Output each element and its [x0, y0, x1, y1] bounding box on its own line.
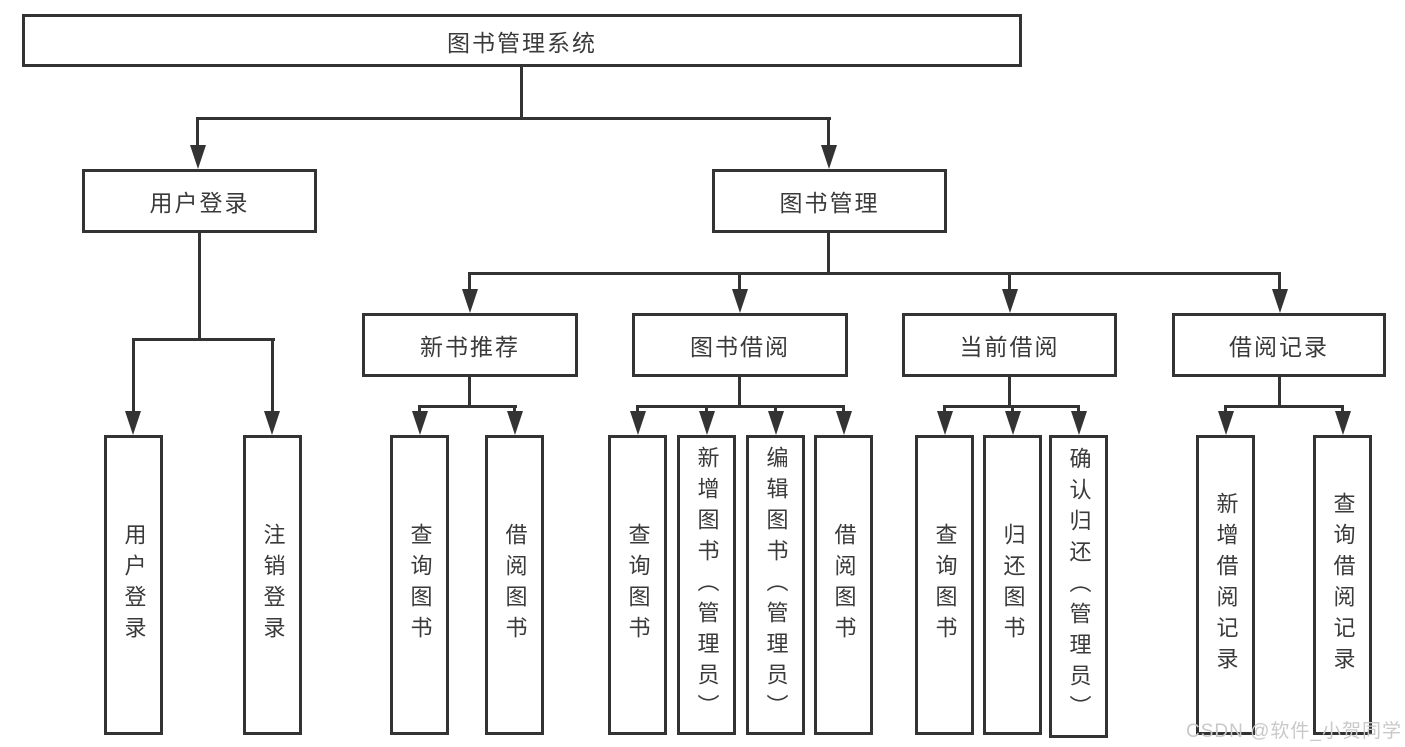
- connector-line: [636, 405, 639, 415]
- connector-line: [1278, 377, 1281, 405]
- connector-line: [1224, 405, 1344, 408]
- arrowhead-down: [190, 145, 206, 169]
- connector-line: [197, 117, 831, 120]
- connector-line: [520, 67, 523, 117]
- connector-line: [468, 272, 1281, 275]
- connector-line: [1008, 272, 1011, 291]
- leaf-bb-query-book: 查询图书: [608, 435, 667, 735]
- arrowhead-down: [821, 145, 837, 169]
- connector-line: [271, 338, 274, 414]
- connector-line: [827, 233, 830, 272]
- connector-line: [468, 377, 471, 405]
- arrowhead-down: [699, 411, 715, 435]
- leaf-bb-borrow-book: 借阅图书: [814, 435, 873, 735]
- connector-line: [513, 405, 516, 415]
- arrowhead-down: [264, 411, 280, 435]
- arrowhead-down: [1071, 411, 1087, 435]
- connector-line: [418, 405, 517, 408]
- node-book-management: 图书管理: [712, 169, 947, 233]
- leaf-cb-return-book: 归还图书: [983, 435, 1042, 735]
- node-book-borrow: 图书借阅: [632, 313, 848, 377]
- connector-line: [1278, 272, 1281, 291]
- connector-line: [738, 377, 741, 405]
- arrowhead-down: [1272, 289, 1288, 313]
- arrowhead-down: [1005, 411, 1021, 435]
- arrowhead-down: [462, 289, 478, 313]
- connector-line: [827, 117, 830, 147]
- connector-line: [468, 272, 471, 291]
- arrowhead-down: [1335, 411, 1351, 435]
- arrowhead-down: [836, 411, 852, 435]
- leaf-bb-edit-book-admin: 编辑图书（管理员）: [746, 435, 805, 735]
- node-root: 图书管理系统: [22, 14, 1022, 67]
- arrowhead-down: [412, 411, 428, 435]
- connector-line: [198, 233, 201, 338]
- leaf-bb-add-book-admin: 新增图书（管理员）: [677, 435, 736, 735]
- leaf-br-query-record: 查询借阅记录: [1313, 435, 1372, 735]
- connector-line: [705, 405, 708, 415]
- leaf-user-login: 用户登录: [104, 435, 163, 735]
- arrowhead-down: [125, 411, 141, 435]
- connector-line: [1224, 405, 1227, 415]
- leaf-nbr-query-book: 查询图书: [390, 435, 449, 735]
- connector-line: [636, 405, 845, 408]
- leaf-cb-query-book: 查询图书: [915, 435, 974, 735]
- node-user-login: 用户登录: [82, 169, 317, 233]
- arrowhead-down: [1002, 289, 1018, 313]
- connector-line: [1011, 405, 1014, 415]
- node-new-book-recommend: 新书推荐: [362, 313, 578, 377]
- connector-line: [842, 405, 845, 415]
- leaf-nbr-borrow-book: 借阅图书: [485, 435, 544, 735]
- connector-line: [132, 338, 135, 414]
- connector-line: [1008, 377, 1011, 405]
- connector-line: [418, 405, 421, 415]
- connector-line: [1077, 405, 1080, 415]
- connector-line: [738, 272, 741, 291]
- connector-line: [1341, 405, 1344, 415]
- leaf-logout: 注销登录: [243, 435, 302, 735]
- connector-line: [774, 405, 777, 415]
- node-current-borrow: 当前借阅: [902, 313, 1117, 377]
- arrowhead-down: [630, 411, 646, 435]
- node-borrow-records: 借阅记录: [1172, 313, 1386, 377]
- connector-line: [943, 405, 946, 415]
- csdn-watermark: CSDN @软件_小贺同学: [1186, 721, 1402, 742]
- arrowhead-down: [1218, 411, 1234, 435]
- connector-line: [132, 338, 275, 341]
- leaf-cb-confirm-return-admin: 确认归还（管理员）: [1049, 435, 1108, 738]
- connector-line: [196, 117, 199, 147]
- arrowhead-down: [732, 289, 748, 313]
- arrowhead-down: [768, 411, 784, 435]
- arrowhead-down: [507, 411, 523, 435]
- leaf-br-add-record: 新增借阅记录: [1196, 435, 1255, 735]
- arrowhead-down: [937, 411, 953, 435]
